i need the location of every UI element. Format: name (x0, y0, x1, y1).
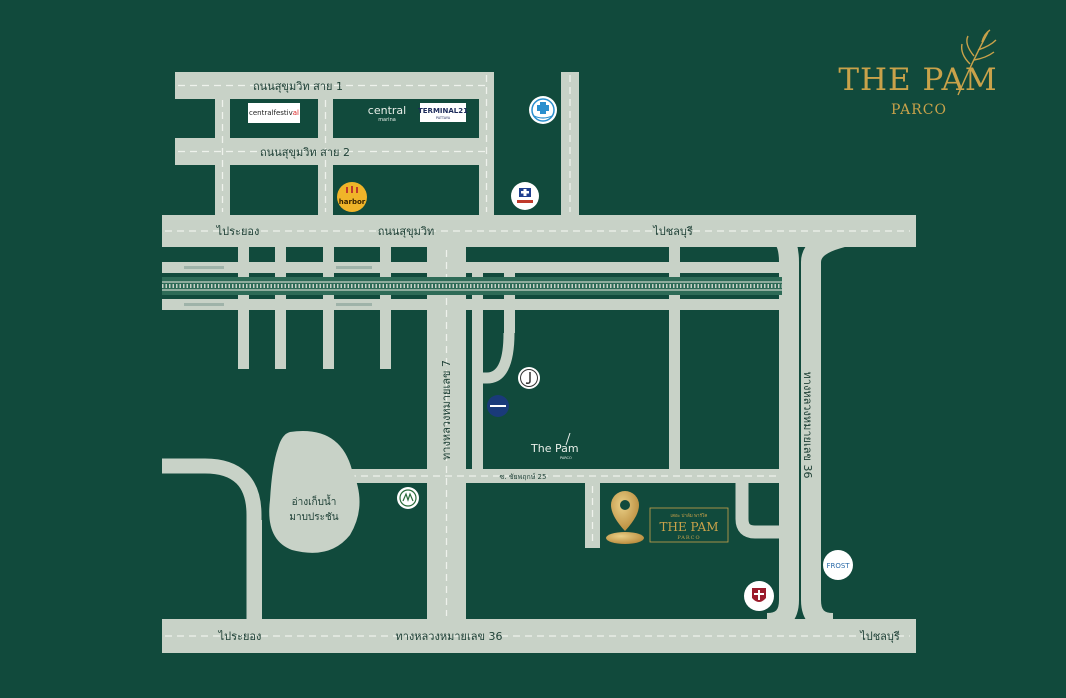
road-vertical-top-4 (561, 72, 579, 215)
road-soi-chaiyaphruek-25 (322, 469, 782, 483)
road-curve-soi (477, 332, 515, 384)
nearby-project-text: The Pa (530, 442, 568, 455)
road-vertical-top-1 (215, 99, 230, 215)
nearby-landmark-logo (518, 367, 540, 389)
svg-text:THE PAM: THE PAM (838, 62, 997, 98)
lake-label-line1: อ่างเก็บน้ำ (292, 494, 337, 508)
road-curves (162, 221, 917, 633)
project-badge: เดอะ ปาล์ม พาร์โค THE PAM PARCO (649, 507, 729, 543)
road-vertical-top-3 (479, 72, 494, 215)
label-to-chonburi-bottom: ไปชลบุรี (859, 630, 900, 643)
central-marina-text-b: marina (378, 117, 396, 123)
road-curve-hw36-west (766, 221, 799, 633)
navy-landmark-logo (487, 395, 509, 417)
palm-leaf-icon (957, 29, 997, 96)
lake-label-line2: มาบประชัน (289, 512, 338, 523)
label-highway-36-vertical: ทางหลวงหมายเลข 36 (801, 372, 814, 479)
road-network (162, 72, 916, 653)
road-curve-left (162, 458, 262, 622)
svg-text:THE PAM: THE PAM (660, 520, 719, 534)
label-highway-36-bottom: ทางหลวงหมายเลข 36 (396, 630, 503, 643)
brand-title-a: THE PA (838, 62, 965, 98)
central-festival-logo: centralfestival (248, 103, 300, 123)
road-soi-7 (669, 247, 680, 469)
project-badge-title-b: M (706, 520, 718, 534)
label-sukhumvit: ถนนสุขุมวิท (378, 225, 435, 238)
brand-subtitle: PARCO (891, 102, 947, 118)
label-highway-7: ทางหลวงหมายเลข 7 (440, 360, 453, 460)
central-festival-text-a: centralfestiv (249, 109, 293, 117)
central-festival-text-b: al (293, 109, 299, 117)
road-frontage-north (162, 262, 782, 273)
lake-map-prachan (269, 431, 360, 553)
road-curve-hw36-east (801, 221, 917, 633)
terminal21-logo: TERMINAL21 PATTAYA (418, 103, 468, 122)
road-soi-4 (380, 247, 391, 369)
project-badge-thai: เดอะ ปาล์ม พาร์โค (671, 512, 708, 519)
bangkok-hospital-icon (511, 182, 539, 210)
label-soi-chaiyaphruek-25: ซ. ชัยพฤกษ์ 25 (500, 473, 547, 481)
terminal21-text-a: TERMINAL21 (418, 107, 468, 115)
nearby-project-sub: PARCO (560, 456, 572, 460)
project-badge-subtitle: PARCO (677, 535, 700, 541)
harbor-logo: harbor (337, 182, 367, 212)
central-marina-text-a: central (368, 104, 406, 117)
label-to-rayong-bottom: ไประยอง (218, 630, 262, 643)
school-crest-icon (744, 581, 774, 611)
label-sukhumvit-sai-2: ถนนสุขุมวิท สาย 2 (260, 146, 350, 159)
road-soi-5 (472, 273, 483, 469)
svg-text:centralfestival: centralfestival (249, 109, 299, 117)
road-curve-right-soi (735, 483, 789, 539)
road-vertical-top-2 (318, 99, 333, 215)
project-badge-title-a: THE PA (660, 520, 707, 534)
harbor-text: harbor (339, 198, 366, 206)
road-soi-1 (238, 247, 249, 369)
frost-logo: FROST (823, 550, 853, 580)
government-emblem-icon (397, 487, 419, 509)
svg-text:The Pam: The Pam (530, 442, 579, 455)
hospital-cross-icon (529, 96, 557, 124)
frost-text: FROST (826, 562, 850, 570)
railway (162, 277, 782, 295)
road-centerlines (165, 75, 910, 637)
road-soi-3 (323, 247, 334, 369)
label-to-rayong-top: ไประยอง (216, 225, 260, 238)
label-sukhumvit-sai-1: ถนนสุขุมวิท สาย 1 (253, 80, 343, 93)
nearby-project-text-m: m (568, 442, 579, 455)
terminal21-text-b: PATTAYA (436, 116, 451, 120)
minor-road-label-marks (184, 266, 372, 306)
brand-logo: THE PAM PARCO (838, 29, 997, 118)
label-to-chonburi-top: ไปชลบุรี (652, 225, 693, 238)
road-soi-2 (275, 247, 286, 369)
road-soi-6 (504, 273, 515, 333)
location-pin-icon (606, 491, 644, 544)
nearby-the-palm-logo: The Pam PARCO (530, 432, 579, 460)
